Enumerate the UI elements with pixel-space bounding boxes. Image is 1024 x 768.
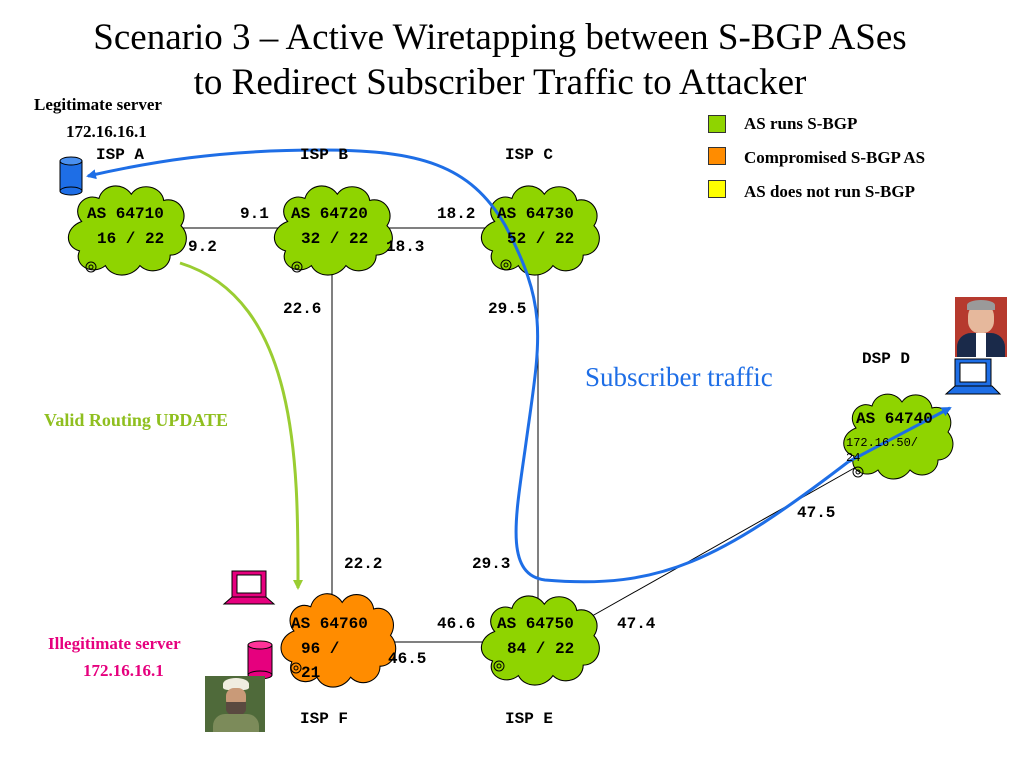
cloud-isp-e [480, 595, 600, 686]
subscriber-traffic-label: Subscriber traffic [585, 362, 773, 392]
valid-update-arrow [179, 261, 304, 590]
isp-f-name: ISP F [300, 710, 349, 728]
link-label-b-side-bc: 18.3 [386, 238, 425, 256]
dsp-d-prefix-line-2: 24 [846, 451, 861, 465]
legitimate-server-icon [59, 156, 83, 196]
attacker-photo-body [213, 714, 259, 732]
illegitimate-server-icon [247, 640, 273, 680]
cloud-isp-c [480, 185, 600, 276]
legend-label-no-s-bgp: AS does not run S-BGP [744, 182, 915, 201]
link-label-e-side-ed: 47.4 [617, 615, 656, 633]
slide-title-line-2: to Redirect Subscriber Traffic to Attack… [193, 62, 807, 103]
slide-title-line-1: Scenario 3 – Active Wiretapping between … [93, 17, 907, 58]
subscriber-photo [955, 297, 1007, 357]
isp-b-name: ISP B [300, 146, 349, 164]
isp-e-prefix: 84 / 22 [507, 640, 575, 658]
illegitimate-server-label: Illegitimate server [48, 634, 181, 653]
legitimate-server-label: Legitimate server [34, 95, 162, 114]
link-label-c-side-bc: 18.2 [437, 205, 476, 223]
link-label-b-side-bf: 22.6 [283, 300, 322, 318]
isp-b-as-number: AS 64720 [291, 205, 368, 223]
cloud-dsp-d [843, 393, 954, 480]
legend-swatch-no-s-bgp [708, 180, 726, 198]
subscriber-traffic-arrow-to-d [847, 406, 952, 464]
isp-a-name: ISP A [96, 146, 145, 164]
isp-c-as-number: AS 64730 [497, 205, 574, 223]
legend-label-compromised: Compromised S-BGP AS [744, 148, 926, 167]
dsp-d-name: DSP D [862, 350, 911, 368]
isp-c-name: ISP C [505, 146, 554, 164]
cloud-isp-f [280, 593, 397, 688]
link-label-f-side-bf: 22.2 [344, 555, 383, 573]
link-label-a-side-ab: 9.2 [188, 238, 217, 256]
link-label-b-side-ab: 9.1 [240, 205, 269, 223]
isp-f-as-number: AS 64760 [291, 615, 368, 633]
cloud-isp-a [67, 185, 187, 276]
illegitimate-server-ip: 172.16.16.1 [83, 661, 164, 680]
subscriber-photo-hair [967, 300, 995, 310]
attacker-photo [205, 676, 265, 732]
isp-e-as-number: AS 64750 [497, 615, 574, 633]
legitimate-server-ip: 172.16.16.1 [66, 122, 147, 141]
subscriber-traffic-path [86, 148, 849, 584]
legend-label-s-bgp: AS runs S-BGP [744, 114, 858, 133]
link-label-e-side-fe: 46.6 [437, 615, 476, 633]
link-label-e-side-ce: 29.3 [472, 555, 511, 573]
subscriber-photo-shirt [976, 333, 986, 357]
dsp-d-prefix-line-1: 172.16.50/ [846, 436, 919, 450]
isp-f-prefix-line-1: 96 / [301, 640, 340, 658]
legend-swatch-compromised [708, 147, 726, 165]
isp-a-prefix: 16 / 22 [97, 230, 165, 248]
legend-swatch-s-bgp [708, 115, 726, 133]
link-e-d [584, 461, 866, 621]
attacker-photo-turban [223, 678, 249, 690]
attacker-photo-beard [226, 702, 246, 716]
subscriber-laptop-icon [944, 358, 1002, 395]
isp-c-prefix: 52 / 22 [507, 230, 575, 248]
link-label-d-side-ed: 47.5 [797, 504, 836, 522]
isp-f-prefix-line-2: 21 [301, 664, 321, 682]
isp-e-name: ISP E [505, 710, 554, 728]
network-links [175, 227, 866, 643]
isp-a-as-number: AS 64710 [87, 205, 164, 223]
valid-update-label: Valid Routing UPDATE [44, 410, 229, 430]
cloud-isp-b [273, 185, 393, 276]
link-label-f-side-fe: 46.5 [388, 650, 427, 668]
link-label-c-side-ce: 29.5 [488, 300, 527, 318]
dsp-d-as-number: AS 64740 [856, 410, 933, 428]
attacker-laptop-icon [222, 570, 276, 605]
isp-b-prefix: 32 / 22 [301, 230, 369, 248]
